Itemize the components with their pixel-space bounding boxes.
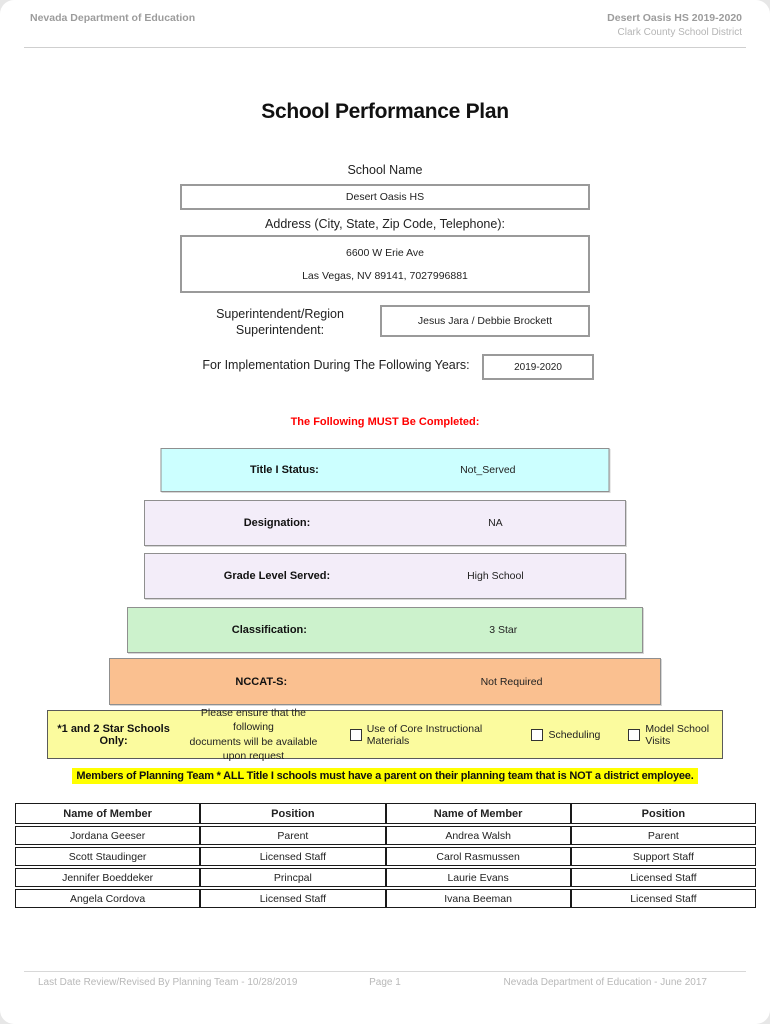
member-name-cell[interactable]: Jordana Geeser — [15, 826, 201, 845]
checkbox-icon[interactable] — [531, 728, 544, 741]
nccats-label: NCCAT-S: — [235, 675, 288, 688]
designation-row: Designation: NA — [144, 500, 626, 546]
address-field[interactable]: 6600 W Erie Ave Las Vegas, NV 89141, 702… — [180, 235, 590, 293]
member-name-cell[interactable]: Andrea Walsh — [385, 826, 571, 845]
planning-team-notice-wrap: Members of Planning Team * ALL Title I s… — [0, 766, 770, 784]
footer-divider — [24, 971, 746, 972]
school-name-label: School Name — [347, 163, 423, 177]
header-divider — [24, 47, 746, 48]
must-complete-notice: The Following MUST Be Completed: — [290, 416, 480, 428]
planning-team-notice: Members of Planning Team * ALL Title I s… — [72, 768, 698, 784]
title1-status-row: Title I Status: Not_Served — [160, 448, 610, 492]
designation-value[interactable]: NA — [488, 517, 503, 529]
nccats-value[interactable]: Not Required — [480, 675, 543, 688]
classification-value[interactable]: 3 Star — [489, 624, 518, 636]
member-position-cell[interactable]: Licensed Staff — [200, 847, 386, 866]
table-row: Jordana Geeser Parent Andrea Walsh Paren… — [15, 826, 756, 845]
header-district: Clark County School District — [617, 27, 742, 38]
page-title: School Performance Plan — [261, 100, 509, 123]
planning-team-table: Name of Member Position Name of Member P… — [15, 801, 756, 910]
col-header-name-1: Name of Member — [15, 803, 201, 824]
member-position-cell[interactable]: Licensed Staff — [200, 889, 386, 908]
grade-level-label: Grade Level Served: — [223, 570, 331, 582]
superintendent-label: Superintendent/Region Superintendent: — [216, 307, 344, 338]
member-position-cell[interactable]: Licensed Staff — [570, 868, 756, 887]
member-position-cell[interactable]: Parent — [200, 826, 386, 845]
header-org: Nevada Department of Education — [30, 12, 196, 24]
address-line2: Las Vegas, NV 89141, 7027996881 — [302, 269, 468, 282]
checkbox-model-visits[interactable]: Model School Visits — [628, 723, 722, 747]
implementation-field[interactable]: 2019-2020 — [482, 354, 594, 380]
school-name-value: Desert Oasis HS — [345, 191, 425, 203]
member-position-cell[interactable]: Parent — [570, 826, 756, 845]
member-name-cell[interactable]: Laurie Evans — [385, 868, 571, 887]
member-name-cell[interactable]: Scott Staudinger — [15, 847, 201, 866]
implementation-value: 2019-2020 — [514, 361, 562, 373]
table-header-row: Name of Member Position Name of Member P… — [15, 803, 756, 824]
checkbox-core-materials-label: Use of Core Instructional Materials — [366, 722, 483, 747]
classification-label: Classification: — [231, 624, 307, 636]
star-schools-label: *1 and 2 Star Schools Only: — [57, 722, 170, 747]
member-name-cell[interactable]: Jennifer Boeddeker — [15, 868, 201, 887]
header-school-block: Desert Oasis HS 2019-2020 Clark County S… — [607, 12, 742, 38]
address-label: Address (City, State, Zip Code, Telephon… — [265, 217, 505, 231]
designation-label: Designation: — [243, 517, 311, 529]
footer-revision-date: Last Date Review/Revised By Planning Tea… — [38, 977, 298, 988]
member-name-cell[interactable]: Angela Cordova — [15, 889, 201, 908]
checkbox-scheduling-label: Scheduling — [548, 728, 601, 741]
address-line1: 6600 W Erie Ave — [345, 246, 425, 259]
table-row: Angela Cordova Licensed Staff Ivana Beem… — [15, 889, 756, 908]
col-header-position-1: Position — [200, 803, 386, 824]
member-name-cell[interactable]: Carol Rasmussen — [385, 847, 571, 866]
col-header-position-2: Position — [570, 803, 756, 824]
table-row: Scott Staudinger Licensed Staff Carol Ra… — [15, 847, 756, 866]
title1-status-label: Title I Status: — [249, 464, 319, 476]
checkbox-core-materials[interactable]: Use of Core Instructional Materials — [349, 722, 504, 747]
checkbox-model-visits-label: Model School Visits — [645, 722, 710, 747]
classification-row: Classification: 3 Star — [127, 607, 643, 653]
superintendent-field[interactable]: Jesus Jara / Debbie Brockett — [380, 305, 590, 337]
grade-level-row: Grade Level Served: High School — [144, 553, 626, 599]
grade-level-value[interactable]: High School — [467, 570, 524, 582]
col-header-name-2: Name of Member — [385, 803, 571, 824]
title1-status-value[interactable]: Not_Served — [460, 464, 516, 476]
member-position-cell[interactable]: Licensed Staff — [570, 889, 756, 908]
star-schools-note: Please ensure that the following documen… — [189, 707, 318, 762]
nccats-row: NCCAT-S: Not Required — [109, 658, 661, 705]
footer-page-number: Page 1 — [369, 977, 401, 988]
header-school-year: Desert Oasis HS 2019-2020 — [607, 12, 742, 24]
checkbox-scheduling[interactable]: Scheduling — [531, 728, 601, 741]
member-position-cell[interactable]: Princpal — [200, 868, 386, 887]
table-row: Jennifer Boeddeker Princpal Laurie Evans… — [15, 868, 756, 887]
checkbox-icon[interactable] — [349, 728, 362, 741]
superintendent-value: Jesus Jara / Debbie Brockett — [417, 315, 553, 327]
implementation-label: For Implementation During The Following … — [202, 358, 470, 372]
school-name-field[interactable]: Desert Oasis HS — [180, 184, 590, 210]
footer-source: Nevada Department of Education - June 20… — [503, 977, 707, 988]
member-position-cell[interactable]: Support Staff — [570, 847, 756, 866]
star-schools-box: *1 and 2 Star Schools Only: Please ensur… — [47, 707, 723, 762]
checkbox-icon[interactable] — [628, 728, 641, 741]
member-name-cell[interactable]: Ivana Beeman — [385, 889, 571, 908]
